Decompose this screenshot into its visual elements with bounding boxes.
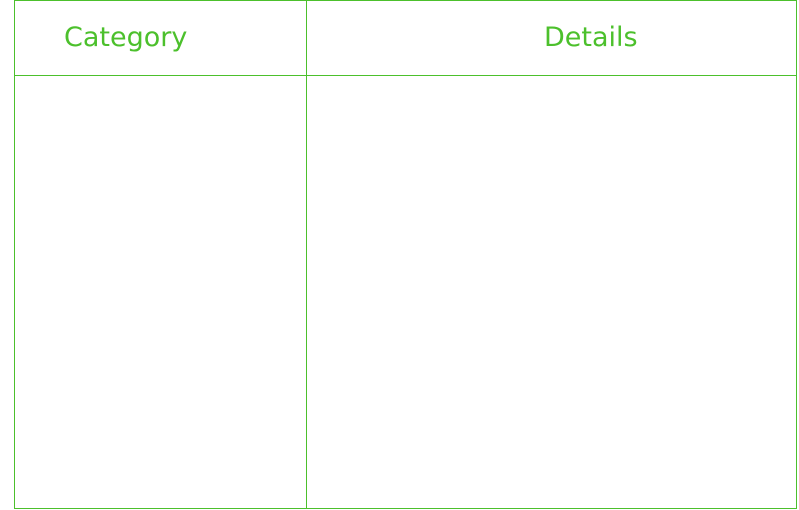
category-cell xyxy=(15,76,306,508)
column-header-category: Category xyxy=(64,22,188,53)
header-divider xyxy=(15,75,796,76)
column-header-details: Details xyxy=(544,22,638,53)
category-details-table: Category Details xyxy=(14,0,797,509)
column-divider xyxy=(306,1,307,508)
details-cell xyxy=(307,76,796,508)
